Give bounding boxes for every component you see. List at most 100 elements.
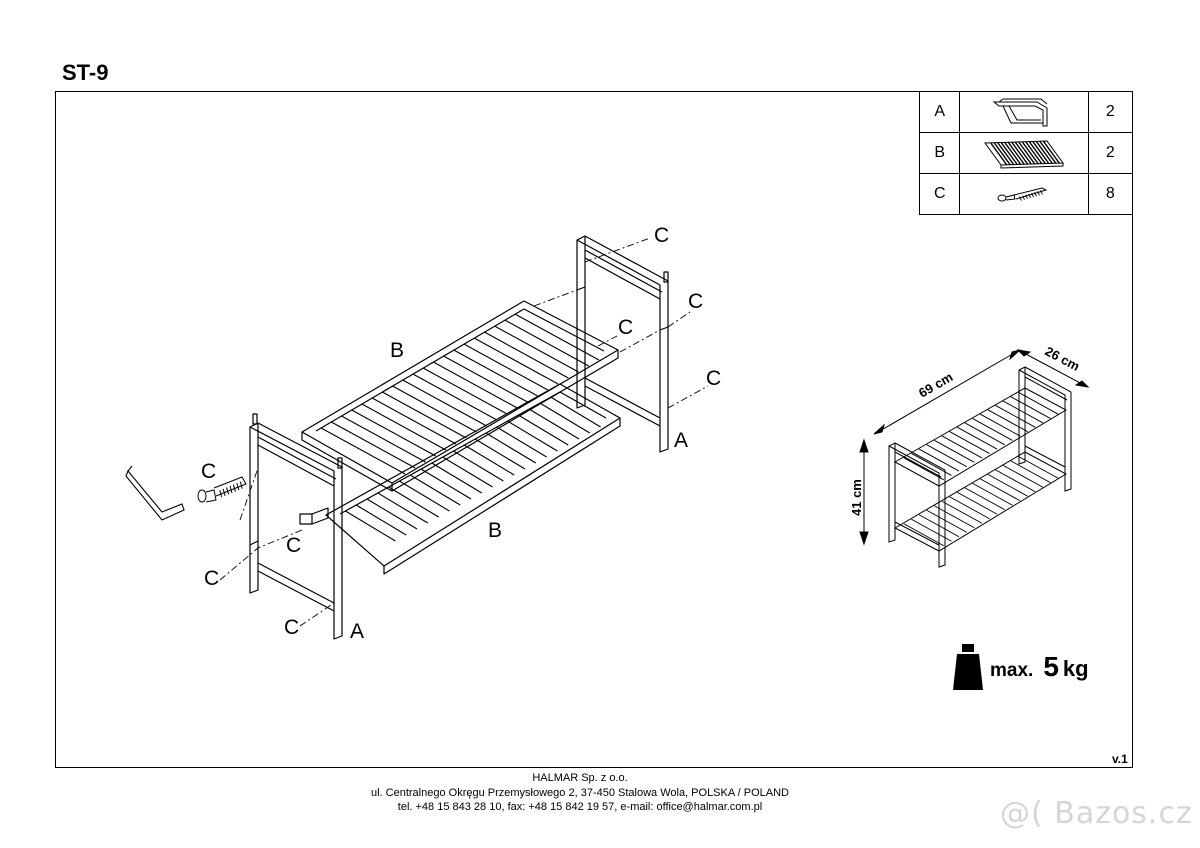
drawing-frame: [55, 91, 1133, 768]
shelf-slat: [934, 505, 975, 529]
shelf-slat: [972, 482, 1013, 506]
shelf-slat: [361, 403, 447, 451]
callout-c: C: [706, 367, 721, 390]
callout-c: C: [688, 290, 703, 313]
thread-line: [1040, 190, 1043, 195]
thread-line: [226, 487, 230, 495]
thread-line: [1022, 195, 1025, 200]
shelf-slat: [331, 421, 416, 469]
thread-line: [1037, 191, 1040, 196]
shelf-slat: [517, 414, 569, 446]
thread-line: [1034, 191, 1037, 197]
shelf-slat: [402, 379, 487, 427]
shelf-slat: [1025, 141, 1043, 165]
shelf-slat: [926, 509, 967, 533]
shelf-slat: [949, 431, 990, 454]
shelf-slat: [453, 450, 504, 482]
shelf-slat: [987, 409, 1028, 433]
parts-table: A 2 B 2 C: [918, 91, 1134, 215]
slatted-shelf-icon: [984, 140, 1065, 169]
shelf-slat: [941, 435, 983, 459]
shelf-slat: [979, 478, 1021, 502]
shelf-slat: [443, 355, 528, 403]
shelf-slat: [949, 496, 990, 520]
shelf-slat: [990, 142, 1008, 166]
callout-a: A: [674, 429, 688, 452]
shelf-slat: [1021, 141, 1039, 165]
dimension-lines: [859, 349, 1090, 546]
company-footer: HALMAR Sp. z o.o. ul. Centralnego Okręgu…: [300, 771, 860, 815]
thread-line: [232, 484, 236, 492]
shelf-slat: [399, 480, 450, 512]
shelf-slat: [987, 473, 1028, 497]
shelf-slat: [320, 427, 406, 475]
shelf-slat: [351, 409, 436, 457]
thread-line: [1031, 192, 1034, 198]
shelf-slat: [1039, 140, 1057, 164]
part-code: C: [918, 173, 961, 215]
shelf-slat: [420, 468, 472, 500]
shelf-slat: [1035, 140, 1053, 164]
shelf-slat: [539, 402, 591, 434]
lower-shelf: [325, 383, 621, 575]
shelf-slat: [1010, 396, 1051, 419]
shelf-slat: [956, 426, 998, 450]
shelf-slat: [463, 343, 549, 391]
callout-c: C: [286, 534, 301, 557]
shelf-slat: [995, 404, 1036, 428]
thread-line: [222, 488, 226, 496]
side-frame-icon: [992, 98, 1048, 127]
shelf-slat: [993, 142, 1011, 166]
shelf-slat: [496, 426, 547, 458]
shelf-slat: [1011, 141, 1029, 165]
shelf-slat: [442, 456, 493, 488]
shelf-slat: [964, 422, 1006, 446]
part-row-c: C 8: [918, 173, 1134, 215]
shelf-slat: [903, 523, 945, 547]
shelf-slat: [995, 469, 1036, 493]
shelf-slat: [1028, 141, 1046, 164]
thread-line: [239, 481, 243, 489]
shelf-slat: [504, 319, 589, 367]
weight-icon: [953, 644, 983, 690]
thread-line: [229, 485, 233, 494]
thread-line: [219, 490, 223, 498]
callout-b: B: [488, 519, 502, 542]
shelf-slat: [979, 413, 1021, 437]
front-side-frame: [249, 413, 343, 640]
shelf-slat: [377, 492, 429, 524]
callout-c: C: [201, 460, 216, 483]
shelf-slat: [1010, 460, 1051, 484]
shelf-slat: [431, 462, 483, 494]
max-load-unit: kg: [1062, 656, 1089, 681]
shelf-slat: [918, 514, 960, 538]
shelf-slat: [964, 487, 1006, 511]
dimension-width: 69 cm: [916, 369, 955, 400]
shelf-slat: [422, 367, 508, 415]
shelf-slat: [1032, 141, 1050, 164]
back-side-frame: [576, 235, 669, 453]
part-qty: 2: [1087, 132, 1134, 174]
screw-icon: [997, 187, 1048, 202]
version-label: v.1: [1112, 752, 1128, 766]
shelf-slat: [918, 448, 960, 472]
shelf-slat: [392, 385, 477, 433]
shelf-slat: [484, 331, 569, 379]
shelf-slat: [433, 361, 518, 409]
shelf-slat: [485, 432, 537, 464]
shelf-slat: [1018, 141, 1036, 165]
callout-c: C: [284, 616, 299, 639]
shelf-slat: [1007, 141, 1025, 165]
shelf-slat: [1002, 464, 1044, 488]
dimension-height: 41 cm: [849, 479, 864, 516]
shelf-slat: [911, 453, 952, 476]
company-address: ul. Centralnego Okręgu Przemysłowego 2, …: [370, 786, 789, 799]
shelf-slat: [355, 504, 407, 536]
shelf-slat: [514, 313, 600, 361]
shelf-slat: [550, 396, 601, 428]
company-contact: tel. +48 15 843 28 10, fax: +48 15 842 1…: [397, 801, 763, 813]
upper-shelf: [301, 300, 619, 492]
dimension-depth: 26 cm: [1043, 343, 1083, 374]
